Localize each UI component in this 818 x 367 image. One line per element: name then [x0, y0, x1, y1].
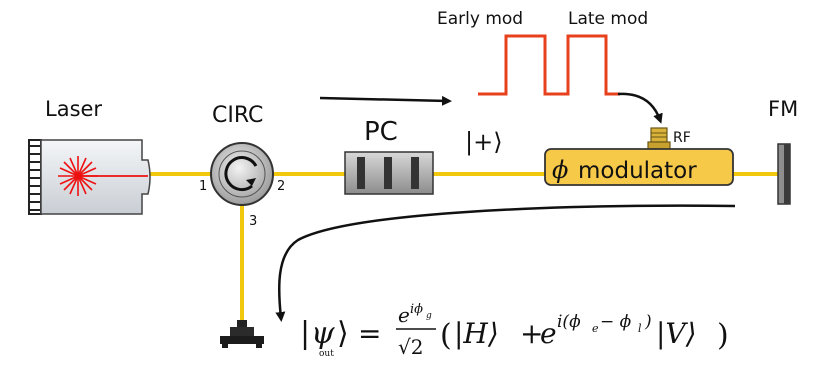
- eq-exp-close: ): [644, 312, 652, 332]
- eq-paren-open: (: [440, 318, 452, 353]
- phase-modulator: [544, 148, 734, 186]
- circulator: [210, 142, 274, 206]
- laser-heatsink: [28, 139, 42, 215]
- plus-state-label: |+⟩: [465, 128, 503, 157]
- eq-ket-h: |H⟩: [454, 317, 499, 350]
- eq-paren-close: ): [717, 318, 729, 353]
- detector-icon: [220, 320, 264, 348]
- eq-exp-body: i(ϕ: [557, 312, 581, 332]
- laser-label: Laser: [45, 97, 102, 121]
- eq-frac-num-sub: g: [426, 311, 432, 321]
- eq-frac-num-exp: iϕ: [410, 302, 423, 317]
- late-mod-label: Late mod: [568, 9, 648, 29]
- propagation-arrow: [319, 95, 452, 106]
- rotation-arrow-icon: [224, 156, 258, 192]
- eq-ket-v: |V⟩: [656, 317, 697, 350]
- eq-ket-open: |: [300, 316, 310, 351]
- eq-psi-sub: out: [319, 349, 334, 359]
- modulation-pulse-train: [478, 34, 620, 96]
- eq-plus: +: [520, 317, 543, 350]
- rf-label: RF: [673, 130, 691, 146]
- port-2-label: 2: [277, 179, 285, 194]
- eq-ket-close: ⟩: [337, 316, 349, 351]
- laser: [28, 139, 151, 215]
- laser-burst-icon: [58, 156, 148, 196]
- eq-exp-e: e: [540, 317, 557, 350]
- eq-equals: =: [358, 317, 381, 350]
- eq-frac-den: √2: [398, 335, 423, 359]
- eq-psi: ψ: [311, 316, 335, 351]
- rf-feed-arrow: [617, 92, 663, 124]
- faraday-mirror: [777, 143, 791, 205]
- modulator-phi-symbol: ϕ: [552, 156, 568, 184]
- laser-body: [40, 139, 151, 215]
- return-arrow: [275, 204, 736, 322]
- early-mod-label: Early mod: [437, 9, 523, 29]
- rf-connector: [647, 127, 671, 150]
- output-state-equation: | ψ out ⟩ = e iϕ g √2 ( |H⟩ + e i(ϕ e − …: [300, 302, 729, 359]
- port-3-label: 3: [249, 214, 257, 229]
- eq-exp-minus: − ϕ: [600, 312, 632, 332]
- modulator-label: modulator: [578, 158, 697, 184]
- port-1-label: 1: [199, 179, 207, 194]
- polarization-controller: [344, 151, 434, 195]
- fm-label: FM: [768, 97, 798, 121]
- circ-label: CIRC: [212, 103, 263, 128]
- eq-frac-num-e: e: [398, 303, 410, 327]
- eq-exp-sub-l: l: [638, 322, 642, 335]
- pc-label: PC: [364, 117, 398, 147]
- eq-exp-sub-e: e: [592, 322, 599, 335]
